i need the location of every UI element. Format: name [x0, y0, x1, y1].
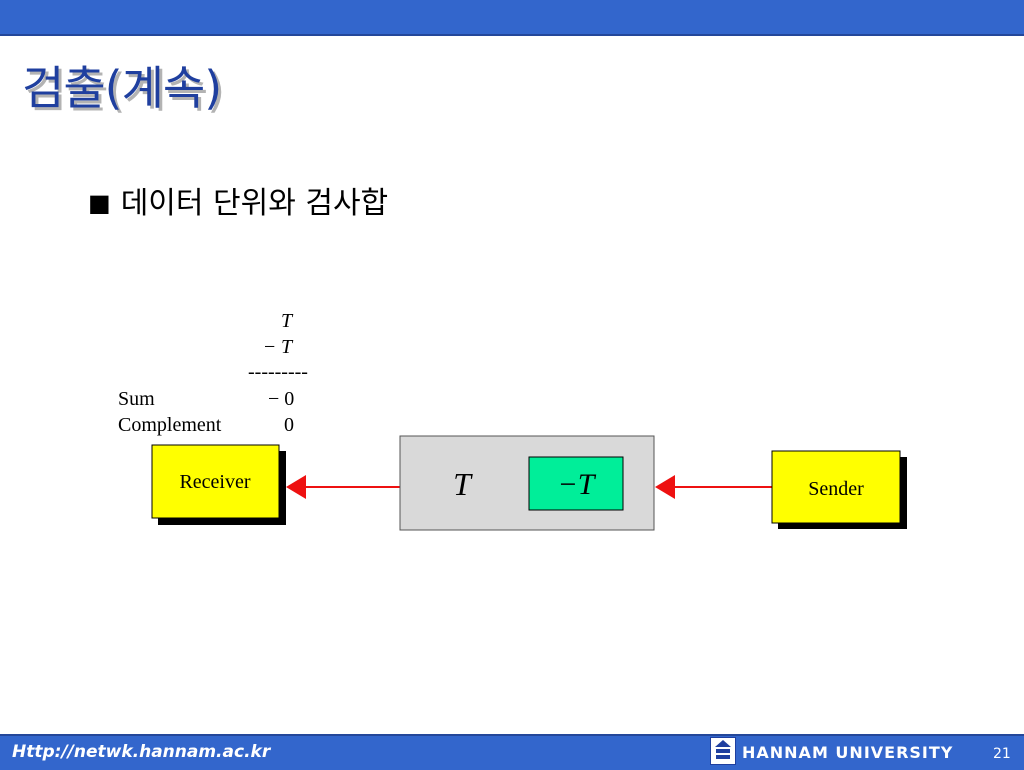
data-unit-packet: T −T [399, 435, 655, 531]
calc-line-t: T [281, 310, 293, 332]
calc-line-neg-t: T [281, 336, 293, 358]
sum-value: − 0 [268, 388, 295, 410]
footer-url-link[interactable]: Http://netwk.hannam.ac.kr [12, 742, 271, 762]
arrow-from-sender [655, 475, 772, 499]
bullet-text: 데이터 단위와 검사합 [120, 186, 389, 221]
sum-label: Sum [118, 388, 155, 410]
data-unit-label: T [453, 466, 473, 502]
top-banner [0, 0, 1024, 36]
arrowhead-receiver-icon [286, 475, 306, 499]
sender-box [771, 450, 901, 524]
receiver-node: Receiver [151, 444, 286, 525]
sender-label: Sender [808, 478, 864, 500]
receiver-box [151, 444, 280, 519]
bullet-square-icon: ■ [88, 189, 111, 217]
page-number: 21 [993, 746, 1011, 762]
slide-title: 검출(계속) [22, 61, 222, 115]
checksum-label: −T [558, 468, 597, 501]
sender-node: Sender [771, 450, 907, 529]
complement-value: 0 [284, 414, 294, 436]
calc-separator: --------- [248, 361, 308, 383]
university-name: HANNAM UNIVERSITY [742, 743, 954, 762]
checksum-field [528, 456, 624, 511]
university-logo-icon [710, 737, 736, 765]
complement-label: Complement [118, 414, 222, 436]
arrowhead-packet-icon [655, 475, 675, 499]
bullet-item: ■ 데이터 단위와 검사합 [88, 178, 388, 222]
arrow-to-receiver [286, 475, 400, 499]
bottom-banner [0, 734, 1024, 770]
receiver-label: Receiver [179, 471, 250, 493]
calc-line-minus-sign: − [264, 336, 276, 358]
